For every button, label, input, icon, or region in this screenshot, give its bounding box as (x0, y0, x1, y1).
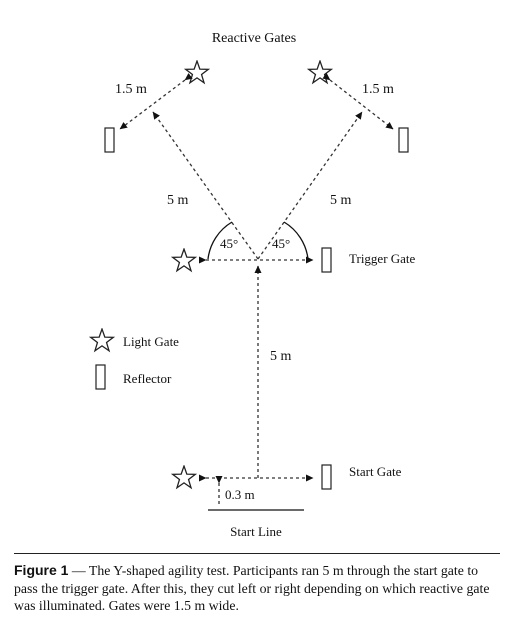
legend-light-gate-star-icon (89, 328, 115, 352)
start-line-offset-label: 0.3 m (225, 487, 255, 502)
legend-reflector-label: Reflector (123, 371, 172, 386)
left-angle-arc (207, 221, 233, 260)
right-angle-label: 45° (272, 236, 290, 251)
reactive-gates-title: Reactive Gates (212, 31, 296, 46)
start-gate-reflector-icon (321, 464, 332, 490)
trigger-gate-reflector-icon (321, 247, 332, 273)
reactive-gate-left-star-icon (184, 60, 210, 84)
reactive-gate-left-width-label: 1.5 m (115, 82, 147, 97)
start-line-label: Start Line (230, 524, 282, 539)
left-diagonal-distance-label: 5 m (167, 193, 189, 208)
legend-light-gate-label: Light Gate (123, 334, 179, 349)
right-diagonal-path-arrow (257, 111, 363, 260)
right-diagonal-distance-label: 5 m (330, 193, 352, 208)
reactive-gate-left-width-arrow (119, 72, 193, 130)
start-gate-star-icon (171, 465, 197, 489)
reactive-gate-right-star-icon (307, 60, 333, 84)
start-gate-label: Start Gate (349, 464, 402, 479)
agility-test-diagram: Reactive Gates 1.5 m 1.5 m 5 m 5 m 45° 4… (89, 31, 416, 539)
figure-label: Figure 1 (14, 562, 69, 578)
straight-distance-label: 5 m (270, 349, 292, 364)
left-angle-label: 45° (220, 236, 238, 251)
trigger-gate-star-icon (171, 248, 197, 272)
figure-caption: Figure 1 — The Y-shaped agility test. Pa… (14, 562, 500, 615)
reactive-gate-right-width-label: 1.5 m (362, 82, 394, 97)
reactive-gate-right-reflector-icon (398, 127, 409, 153)
reactive-gate-left-reflector-icon (104, 127, 115, 153)
right-angle-arc (283, 221, 309, 260)
trigger-gate-label: Trigger Gate (349, 251, 416, 266)
reactive-gate-right-width-arrow (322, 72, 394, 130)
caption-rule (14, 553, 500, 554)
legend-reflector-icon (95, 364, 106, 390)
left-diagonal-path-arrow (152, 111, 259, 260)
caption-text: — The Y-shaped agility test. Participant… (14, 563, 490, 613)
